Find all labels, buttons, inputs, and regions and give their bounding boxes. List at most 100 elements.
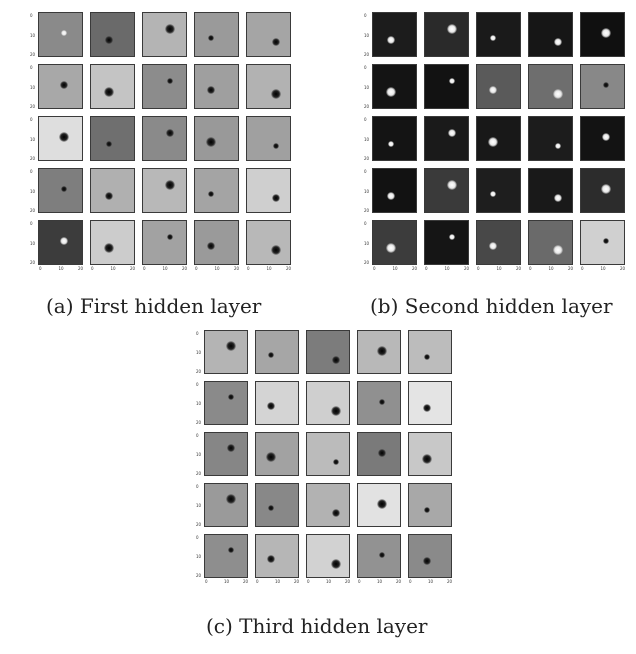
activation-spot	[271, 245, 282, 256]
y-tick-label: 10	[196, 401, 202, 406]
activation-spot	[167, 233, 173, 240]
feature-map-tile	[194, 220, 239, 265]
y-tick-label: 0	[196, 484, 199, 489]
x-tick-label: 10	[224, 579, 230, 584]
feature-map-tile	[408, 534, 452, 578]
y-tick-label: 20	[196, 420, 202, 425]
activation-spot	[165, 179, 175, 190]
feature-map-tile	[372, 64, 417, 109]
activation-spot	[449, 77, 455, 84]
activation-spot	[386, 87, 396, 97]
y-tick-label: 0	[196, 535, 199, 540]
x-tick-label: 10	[392, 266, 398, 271]
activation-spot	[554, 194, 563, 203]
feature-map-tile	[194, 116, 239, 161]
caption-b: (b) Second hidden layer	[370, 294, 613, 318]
x-tick-label: 0	[195, 266, 198, 271]
feature-map-tile	[38, 116, 83, 161]
feature-map-tile	[255, 432, 299, 476]
y-tick-label: 20	[364, 260, 370, 265]
feature-map-tile	[424, 116, 469, 161]
y-tick-label: 20	[30, 208, 36, 213]
activation-spot	[271, 89, 282, 100]
activation-spot	[447, 23, 457, 34]
feature-map-tile	[306, 330, 350, 374]
x-tick-label: 20	[234, 266, 240, 271]
feature-map-tile	[372, 12, 417, 57]
feature-map-tile	[476, 220, 521, 265]
feature-map-tile	[528, 116, 573, 161]
feature-map-tile	[424, 64, 469, 109]
y-tick-label: 20	[364, 208, 370, 213]
activation-spot	[378, 448, 387, 457]
y-tick-label: 10	[30, 136, 36, 142]
y-tick-label: 0	[30, 221, 33, 226]
x-tick-label: 10	[496, 266, 502, 271]
x-tick-label: 20	[78, 266, 84, 271]
feature-map-tile	[424, 12, 469, 57]
activation-spot	[60, 30, 67, 37]
x-tick-label: 10	[428, 579, 434, 584]
x-tick-label: 10	[58, 266, 64, 271]
x-tick-label: 20	[345, 579, 351, 584]
x-tick-label: 0	[358, 579, 361, 584]
x-tick-label: 0	[256, 579, 259, 584]
activation-spot	[330, 405, 341, 416]
x-tick-label: 0	[39, 266, 42, 271]
activation-spot	[602, 82, 609, 89]
activation-spot	[377, 498, 388, 509]
feature-map-tile	[246, 64, 291, 109]
y-tick-label: 20	[364, 104, 370, 109]
feature-map-tile	[204, 534, 248, 578]
feature-map-tile	[38, 168, 83, 213]
y-tick-label: 10	[364, 188, 370, 194]
activation-spot	[387, 36, 395, 44]
x-tick-label: 20	[182, 266, 188, 271]
activation-spot	[487, 136, 498, 147]
feature-map-tile	[476, 12, 521, 57]
feature-map-tile	[142, 220, 187, 265]
activation-spot	[331, 355, 340, 364]
activation-spot	[59, 81, 68, 90]
activation-spot	[105, 36, 113, 44]
x-tick-label: 10	[275, 579, 281, 584]
x-tick-label: 10	[377, 579, 383, 584]
feature-map-tile	[357, 432, 401, 476]
y-tick-label: 10	[196, 503, 202, 508]
activation-spot	[58, 132, 69, 143]
x-tick-label: 0	[425, 266, 428, 271]
y-tick-label: 0	[196, 331, 199, 336]
activation-spot	[422, 557, 431, 566]
activation-spot	[489, 190, 496, 197]
y-tick-label: 20	[30, 156, 36, 161]
y-tick-label: 0	[30, 13, 33, 18]
y-tick-label: 10	[196, 554, 202, 559]
feature-map-tile	[194, 168, 239, 213]
y-tick-label: 0	[30, 117, 33, 122]
feature-map-tile	[204, 381, 248, 425]
x-tick-label: 10	[600, 266, 606, 271]
activation-spot	[165, 23, 175, 34]
x-tick-label: 0	[205, 579, 208, 584]
x-tick-label: 0	[409, 579, 412, 584]
x-tick-label: 10	[444, 266, 450, 271]
x-tick-label: 0	[477, 266, 480, 271]
feature-map-tile	[357, 381, 401, 425]
feature-map-tile	[142, 168, 187, 213]
activation-spot	[167, 77, 173, 84]
x-tick-label: 10	[266, 266, 272, 271]
feature-map-tile	[194, 64, 239, 109]
activation-spot	[227, 444, 236, 453]
activation-spot	[449, 233, 455, 240]
feature-map-tile	[246, 12, 291, 57]
x-tick-label: 20	[516, 266, 522, 271]
activation-spot	[104, 87, 114, 97]
y-tick-label: 0	[196, 382, 199, 387]
y-tick-label: 10	[364, 136, 370, 142]
activation-spot	[166, 128, 174, 137]
feature-map-tile	[204, 330, 248, 374]
activation-spot	[553, 245, 564, 256]
activation-spot	[268, 352, 275, 359]
